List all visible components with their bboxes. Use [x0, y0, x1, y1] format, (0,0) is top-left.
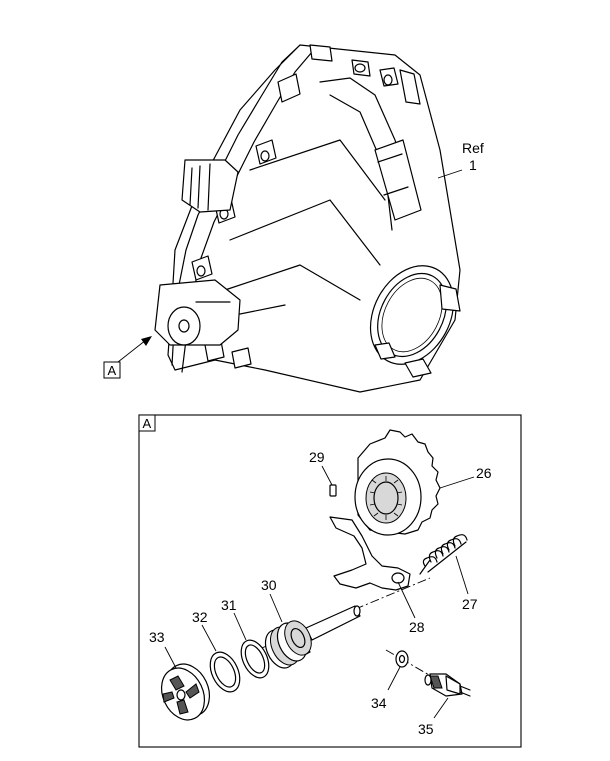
leader-29 — [321, 465, 333, 486]
callout-32: 32 — [192, 609, 208, 625]
ref-label: Ref — [462, 140, 484, 156]
callout-34: 34 — [371, 695, 387, 711]
callout-31: 31 — [221, 597, 237, 613]
shaft-icon — [264, 605, 361, 669]
leader-27 — [455, 555, 469, 595]
washer-icon — [395, 650, 409, 668]
callout-35: 35 — [418, 721, 434, 737]
leader-32 — [201, 624, 217, 652]
leader-35 — [433, 697, 449, 719]
callout-33: 33 — [149, 629, 165, 645]
view-label: A — [108, 363, 117, 378]
detail-label: A — [143, 416, 152, 431]
o-ring-icon — [240, 639, 270, 679]
cover-icon — [160, 663, 211, 721]
switch-icon — [424, 673, 471, 697]
pin-icon — [329, 484, 337, 497]
leader-28 — [397, 581, 416, 619]
leader-31 — [233, 612, 247, 641]
ref-leader — [437, 169, 463, 179]
detail-frame — [138, 414, 522, 748]
leader-34 — [387, 666, 401, 691]
leader-26 — [439, 476, 475, 489]
axis-line — [244, 577, 431, 656]
spring-icon — [419, 534, 468, 575]
detail-label-box — [138, 414, 156, 432]
gear-icon — [354, 429, 441, 536]
o-ring-icon — [209, 651, 241, 693]
view-label-box — [103, 361, 121, 379]
callout-26: 26 — [476, 465, 492, 481]
callout-28: 28 — [409, 619, 425, 635]
callout-29: 29 — [309, 449, 325, 465]
callout-30: 30 — [261, 577, 277, 593]
ref-number: 1 — [469, 157, 477, 173]
callout-27: 27 — [462, 596, 478, 612]
view-arrow-icon — [117, 336, 152, 363]
leader-33 — [164, 646, 177, 669]
housing-illustration — [154, 44, 461, 393]
leader-30 — [269, 593, 283, 623]
